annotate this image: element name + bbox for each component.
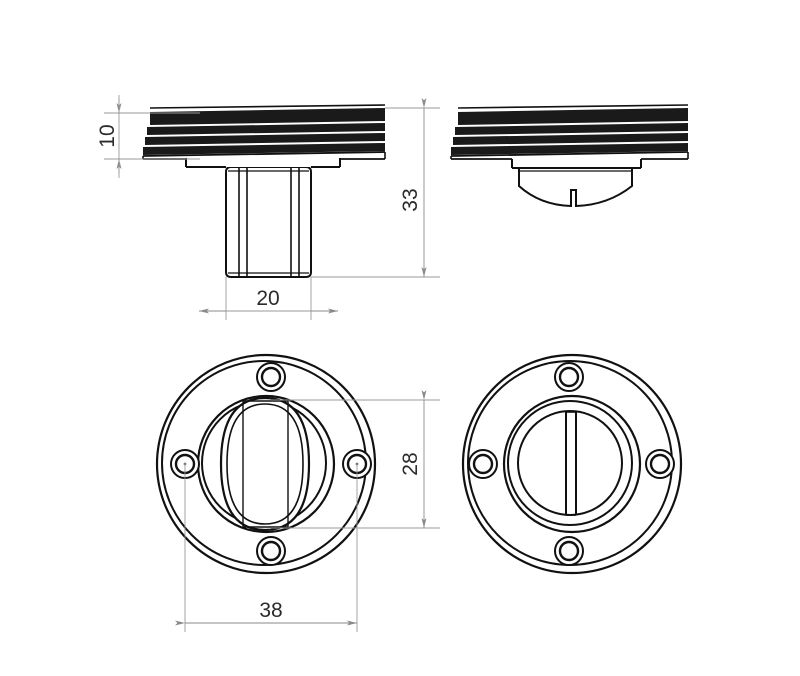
view-bottom-plan [461,353,683,575]
screw-boss-bottom [256,536,286,566]
slotted-insert [517,410,623,516]
rear-screw-boss-top-inner [558,366,580,388]
view-top-plan [155,353,377,575]
screw-boss-bottom-inner [260,540,282,562]
slotted-insert-circle [517,410,623,516]
dimension-collar-height: 10 [96,95,200,178]
rear-threaded-collar [450,104,689,160]
rear-thread-top-boundary [457,104,689,109]
dimension-overall-height: 33 [311,98,440,278]
rear-collar-body [511,159,642,169]
thread-band-top [150,108,385,118]
collar-fill [186,158,340,167]
rear-screw-boss-right-inner [649,453,671,475]
view-front-elevation-section [142,104,386,278]
rear-screw-boss-bottom-inner [558,540,580,562]
oval-recess-outer [219,396,311,532]
oval-recess-inner [226,403,304,525]
dimension-bolt-circle: 28 [271,390,440,529]
slotted-screw-head [518,167,633,208]
thread-band-4 [143,143,385,155]
rear-thread-band-top [458,108,688,118]
rear-collar-fill [512,159,641,168]
dim-20-label: 20 [256,287,279,310]
thread-band-3 [145,133,385,145]
rear-screw-boss-right [645,449,675,479]
oval-recess [219,396,311,532]
rear-thread-band-2 [455,123,688,135]
threaded-collar [142,104,386,160]
thread-bottom-boundary [142,151,386,157]
square-shaft [225,166,312,278]
dimension-shaft-width: 20 [199,277,338,320]
thread-band-2 [147,123,385,135]
dim-28-label: 28 [399,452,422,475]
screw-boss-top [256,362,286,392]
rear-screw-boss-bottom [554,536,584,566]
rear-thread-band-3 [453,133,688,145]
dim-33-label: 33 [399,188,422,211]
rear-screw-boss-top [554,362,584,392]
rear-thread-band-4 [451,143,688,155]
rear-hub-circle-inner [507,400,633,526]
view-rear-elevation [450,104,689,208]
dim-38-label: 38 [259,599,282,622]
rear-screw-boss-left [468,449,498,479]
collar-body [185,158,341,168]
screw-boss-top-inner [260,366,282,388]
screw-boss-right [342,449,372,479]
rear-hub-circle-outer [502,394,642,534]
dim-10-label: 10 [96,124,119,147]
screw-head-outline [518,167,633,208]
thread-top-boundary [149,104,386,109]
rear-thread-bottom-boundary [450,151,689,157]
dimension-flange-diameter: 38 [175,464,358,632]
rear-screw-boss-left-inner [472,453,494,475]
